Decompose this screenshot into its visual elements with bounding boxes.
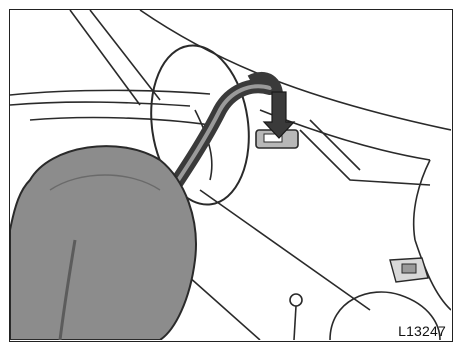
figure-code: L13247 — [398, 323, 446, 339]
seat-tether-illustration — [10, 10, 451, 340]
seat-back — [10, 146, 196, 340]
anchor-plate — [390, 258, 428, 282]
figure-frame: L13247 — [9, 9, 453, 342]
